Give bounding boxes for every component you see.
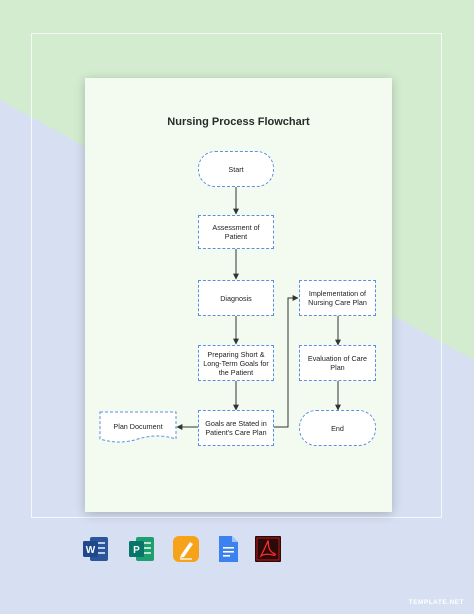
google-docs-icon[interactable] bbox=[214, 535, 240, 563]
watermark: TEMPLATE.NET bbox=[408, 599, 464, 606]
node-plan-document: Plan Document bbox=[99, 411, 177, 445]
flowchart-sheet: Nursing Process Flowchart Start Assessme… bbox=[85, 78, 392, 512]
node-assessment: Assessment of Patient bbox=[198, 215, 274, 249]
node-evaluation: Evaluation of Care Plan bbox=[299, 345, 376, 381]
pages-icon[interactable] bbox=[172, 535, 199, 563]
file-format-icons: W P bbox=[82, 535, 282, 563]
node-goals-prep: Preparing Short & Long-Term Goals for th… bbox=[198, 345, 274, 381]
word-icon[interactable]: W bbox=[82, 535, 108, 563]
node-goals-stated: Goals are Stated in Patient's Care Plan bbox=[198, 410, 274, 446]
node-implementation: Implementation of Nursing Care Plan bbox=[299, 280, 376, 316]
document-shape bbox=[99, 411, 177, 443]
node-end: End bbox=[299, 410, 376, 446]
node-diagnosis: Diagnosis bbox=[198, 280, 274, 316]
connectors bbox=[176, 187, 341, 430]
svg-text:W: W bbox=[86, 545, 96, 556]
pdf-icon[interactable] bbox=[254, 535, 281, 563]
diagram-title: Nursing Process Flowchart bbox=[167, 116, 310, 128]
publisher-icon[interactable]: P bbox=[128, 535, 154, 563]
svg-text:P: P bbox=[133, 545, 140, 556]
edge-goals-stated-implementation bbox=[274, 295, 299, 428]
node-plan-document-label: Plan Document bbox=[113, 421, 163, 431]
decorative-frame bbox=[31, 33, 442, 518]
node-start: Start bbox=[198, 151, 274, 187]
